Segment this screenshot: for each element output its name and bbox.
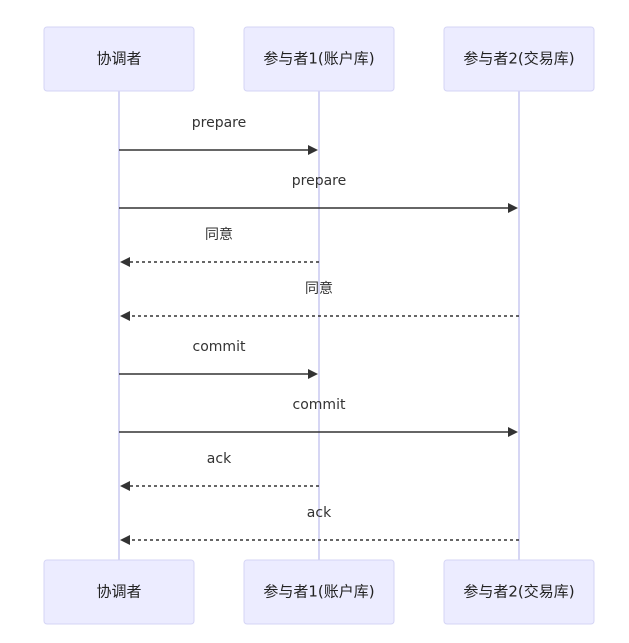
participant-p2-bottom: 参与者2(交易库)	[443, 559, 595, 625]
participant-label: 参与者1(账户库)	[263, 583, 374, 601]
participant-p2-top: 参与者2(交易库)	[443, 26, 595, 92]
participant-coordinator-top: 协调者	[43, 26, 195, 92]
message-label: 同意	[205, 226, 233, 243]
message-6: commit	[119, 397, 518, 437]
participant-label: 协调者	[96, 50, 141, 68]
message-label: prepare	[292, 173, 346, 189]
participant-p1-bottom: 参与者1(账户库)	[243, 559, 395, 625]
participant-label: 参与者2(交易库)	[463, 50, 574, 68]
participant-label: 参与者2(交易库)	[463, 583, 574, 601]
arrowhead-icon	[120, 311, 130, 321]
participant-p1-top: 参与者1(账户库)	[243, 26, 395, 92]
message-7: ack	[120, 451, 319, 491]
arrowhead-icon	[308, 145, 318, 155]
participant-box	[43, 26, 195, 92]
message-label: ack	[307, 505, 332, 521]
arrowhead-icon	[120, 535, 130, 545]
participant-coordinator-bottom: 协调者	[43, 559, 195, 625]
message-label: commit	[293, 397, 346, 413]
arrowhead-icon	[120, 481, 130, 491]
message-8: ack	[120, 505, 519, 545]
participant-label: 参与者1(账户库)	[263, 50, 374, 68]
message-label: ack	[207, 451, 232, 467]
message-4: 同意	[120, 280, 519, 321]
message-2: prepare	[119, 173, 518, 213]
participant-box	[243, 559, 395, 625]
arrowhead-icon	[120, 257, 130, 267]
participant-box	[43, 559, 195, 625]
arrowhead-icon	[308, 369, 318, 379]
message-label: prepare	[192, 115, 246, 131]
message-1: prepare	[119, 115, 318, 155]
participant-box	[443, 26, 595, 92]
participant-label: 协调者	[96, 583, 141, 601]
message-label: commit	[193, 339, 246, 355]
participant-box	[243, 26, 395, 92]
arrowhead-icon	[508, 427, 518, 437]
message-3: 同意	[120, 226, 319, 267]
message-label: 同意	[305, 280, 333, 297]
participant-box	[443, 559, 595, 625]
message-5: commit	[119, 339, 318, 379]
arrowhead-icon	[508, 203, 518, 213]
